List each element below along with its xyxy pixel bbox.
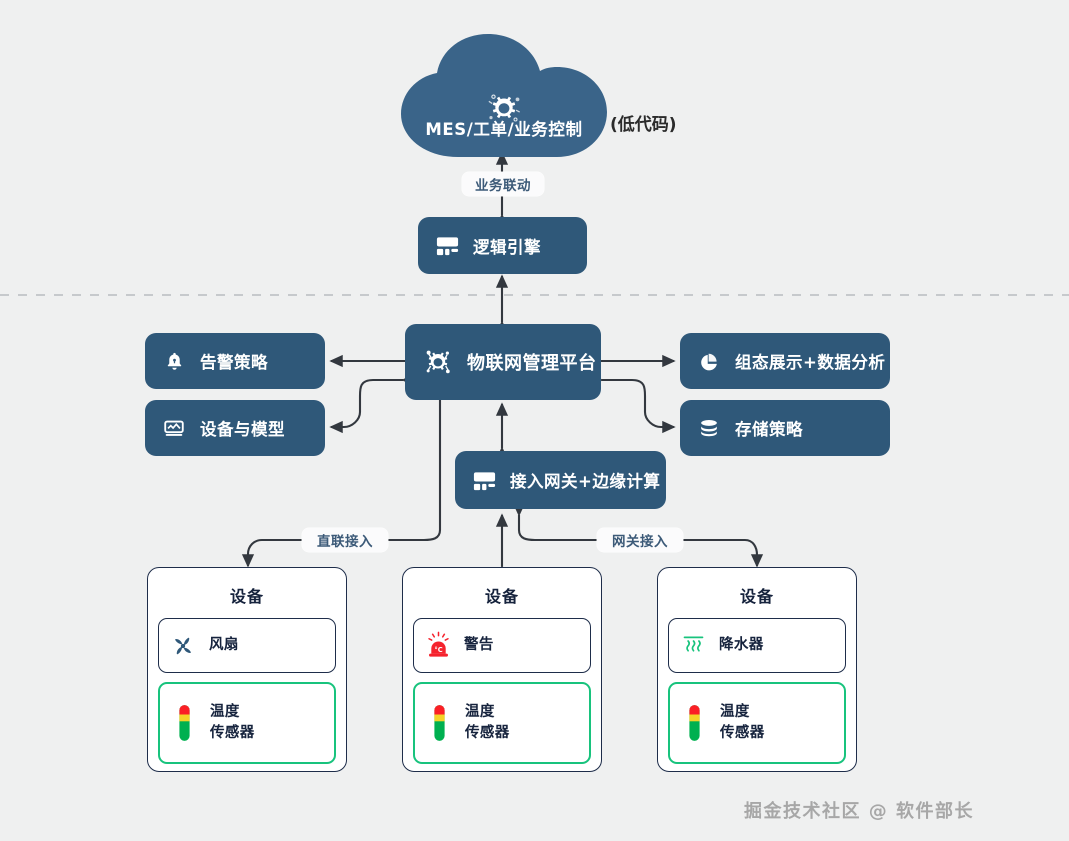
device-item-alarm-label: 警告	[464, 637, 494, 654]
thermometer-icon	[424, 705, 454, 741]
database-icon	[696, 415, 722, 441]
low-code-note: (低代码)	[610, 115, 677, 135]
thermometer-icon	[679, 705, 709, 741]
server-rack-icon	[471, 467, 497, 493]
node-iot-platform-label: 物联网管理平台	[467, 353, 597, 374]
device-item-fan-label: 风扇	[209, 637, 239, 654]
node-iot-platform[interactable]: 物联网管理平台	[405, 324, 601, 400]
cloud-node[interactable]: MES/工单/业务控制	[398, 33, 610, 158]
device-card-3-title: 设备	[739, 587, 774, 606]
sprinkler-icon	[678, 629, 708, 663]
node-alarm-policy[interactable]: 告警策略	[145, 333, 325, 389]
bell-icon	[161, 348, 187, 374]
cloud-shape	[401, 34, 607, 157]
node-visualization-label: 组态展示+数据分析	[735, 353, 886, 372]
wire-platform-devicemodel	[329, 373, 415, 434]
wire-label-direct-access: 直联接入	[302, 528, 388, 552]
device-item-sprinkler-label: 降水器	[719, 637, 764, 654]
device-card-2-title: 设备	[484, 587, 519, 606]
wire-label-business-link: 业务联动	[462, 172, 544, 196]
fan-icon	[168, 629, 198, 663]
device-model-icon	[161, 415, 187, 441]
device-card-3[interactable]: 设备 降水器 温度传感器	[657, 567, 857, 772]
svg-text:°C: °C	[434, 646, 442, 654]
thermometer-icon	[169, 705, 199, 741]
gear-network-icon	[423, 347, 453, 377]
device-card-1-title: 设备	[229, 587, 264, 606]
alarm-siren-icon: °C	[423, 629, 453, 663]
node-logic-engine-label: 逻辑引擎	[473, 237, 541, 257]
device-item-temp-sensor-1-label: 温度传感器	[210, 704, 255, 741]
wire-label-gateway-access: 网关接入	[597, 528, 683, 552]
node-storage-policy[interactable]: 存储策略	[680, 400, 890, 456]
device-item-alarm[interactable]: °C 警告	[413, 618, 591, 673]
gear-cloud-icon	[484, 88, 524, 128]
device-item-fan[interactable]: 风扇	[158, 618, 336, 673]
node-visualization[interactable]: 组态展示+数据分析	[680, 333, 890, 389]
watermark: 掘金技术社区 @ 软件部长	[744, 801, 975, 822]
device-item-temp-sensor-3[interactable]: 温度传感器	[668, 682, 846, 764]
node-device-model-label: 设备与模型	[200, 420, 285, 439]
node-storage-policy-label: 存储策略	[735, 420, 803, 439]
node-alarm-policy-label: 告警策略	[200, 353, 268, 372]
device-item-sprinkler[interactable]: 降水器	[668, 618, 846, 673]
pie-chart-icon	[696, 348, 722, 374]
device-item-temp-sensor-1[interactable]: 温度传感器	[158, 682, 336, 764]
device-card-2[interactable]: 设备 °C 警告	[402, 567, 602, 772]
device-card-1[interactable]: 设备 风扇 温度传感器	[147, 567, 347, 772]
node-gateway-edge[interactable]: 接入网关+边缘计算	[455, 451, 666, 509]
node-gateway-edge-label: 接入网关+边缘计算	[510, 472, 661, 491]
device-item-temp-sensor-2[interactable]: 温度传感器	[413, 682, 591, 764]
device-item-temp-sensor-2-label: 温度传感器	[465, 704, 510, 741]
device-item-temp-sensor-3-label: 温度传感器	[720, 704, 765, 741]
node-logic-engine[interactable]: 逻辑引擎	[418, 217, 587, 274]
wire-platform-storage	[590, 373, 676, 434]
node-device-model[interactable]: 设备与模型	[145, 400, 325, 456]
server-rack-icon	[434, 233, 460, 259]
